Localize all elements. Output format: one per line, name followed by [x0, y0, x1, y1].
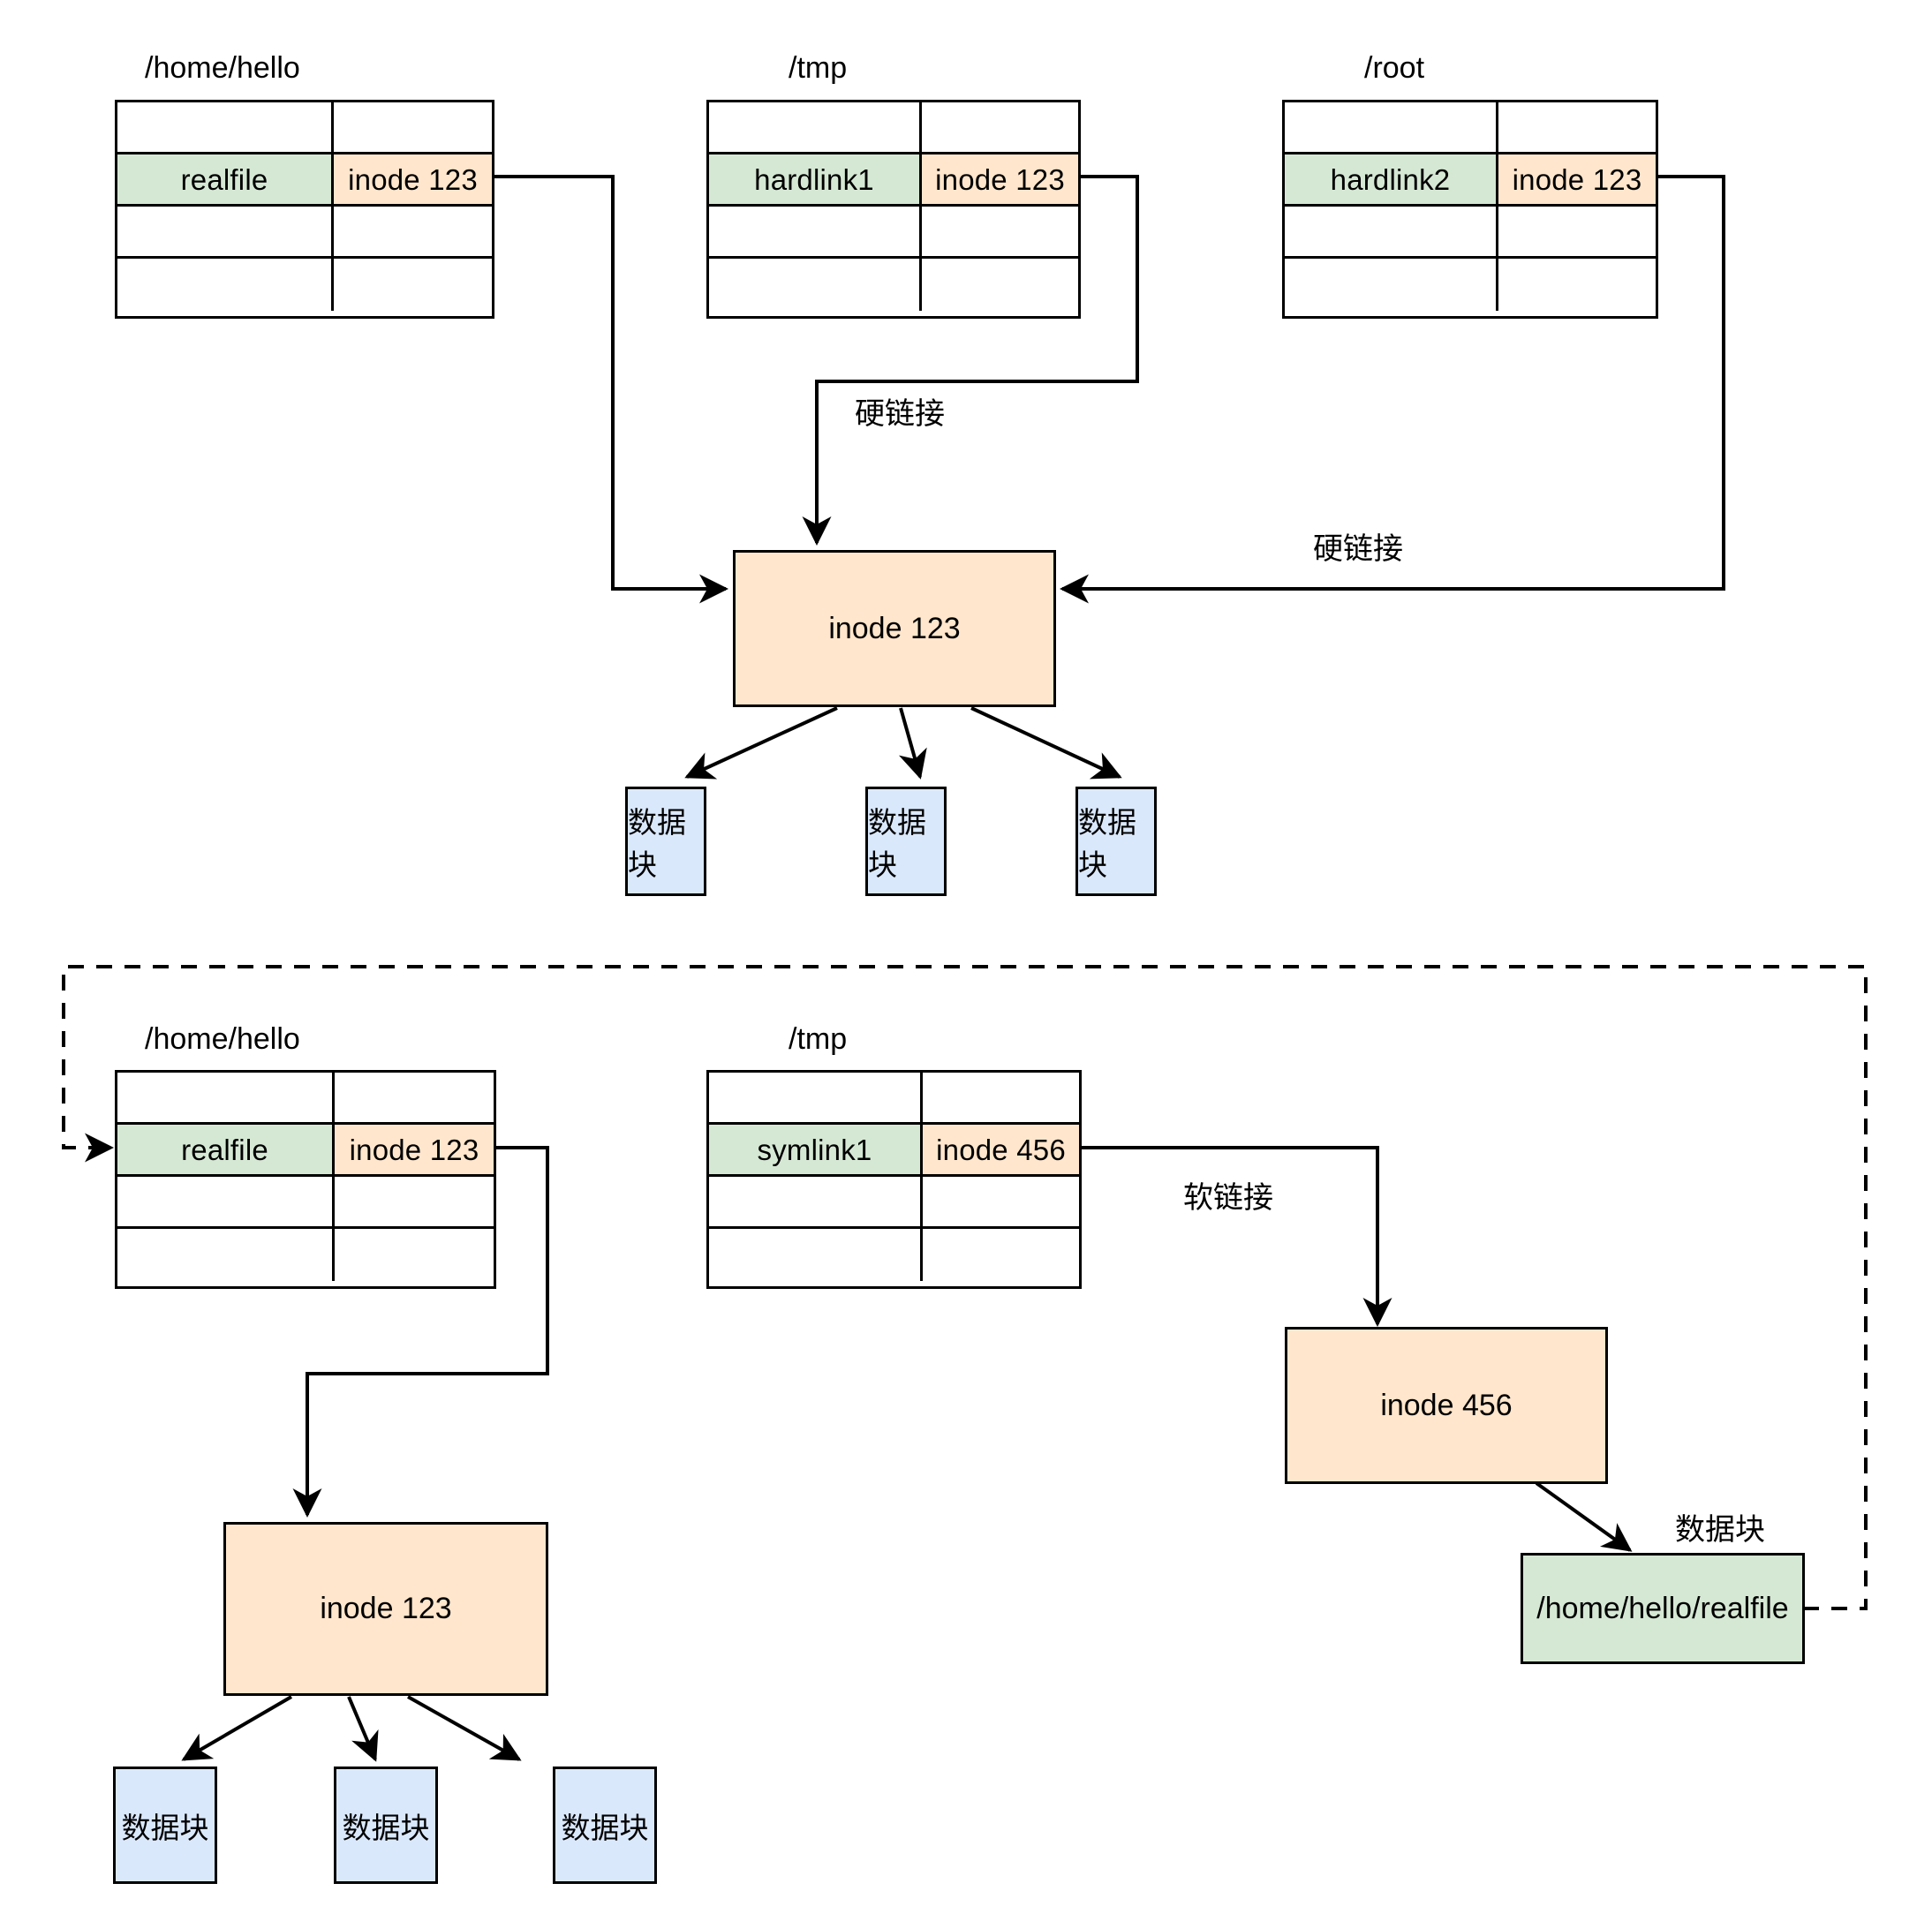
dir-inode-cell — [334, 102, 492, 152]
dir-table-home-hello[interactable]: realfile inode 123 — [115, 100, 494, 319]
dir-inode-cell — [922, 102, 1078, 152]
dir-table-root[interactable]: hardlink2 inode 123 — [1282, 100, 1658, 319]
table-row[interactable] — [117, 1229, 494, 1281]
edge-symlink1-to-inode456 — [1082, 1146, 1392, 1327]
dir-inode-cell — [923, 1177, 1079, 1226]
dir-inode-cell — [335, 1177, 494, 1226]
dir-table-tmp[interactable]: hardlink1 inode 123 — [706, 100, 1081, 319]
table-row[interactable] — [117, 207, 492, 259]
table-row[interactable] — [117, 1177, 494, 1229]
edge-inode123-to-datablock-2 — [898, 707, 927, 780]
table-row[interactable] — [709, 259, 1078, 311]
dir-name-cell: symlink1 — [709, 1125, 923, 1174]
dir-name-cell — [117, 1229, 335, 1281]
dir-name-cell: realfile — [117, 1125, 335, 1174]
table-row[interactable] — [117, 259, 492, 311]
table-row[interactable] — [709, 1229, 1079, 1281]
path-target-box[interactable]: /home/hello/realfile — [1521, 1553, 1805, 1664]
dir-path-label-root: /root — [1364, 51, 1425, 85]
data-block[interactable]: 数据块 — [865, 787, 947, 896]
edge-label-symlink: 软链接 — [1183, 1181, 1273, 1215]
table-row[interactable]: realfile inode 123 — [117, 154, 492, 207]
dir-path-label-tmp-bottom: /tmp — [789, 1022, 848, 1056]
edge-label-data-block: 数据块 — [1675, 1513, 1765, 1547]
dir-name-cell — [1285, 102, 1498, 152]
edge-inode123-to-datablock-4 — [181, 1695, 293, 1761]
table-row[interactable] — [1285, 207, 1656, 259]
dir-name-cell — [709, 207, 922, 256]
data-block[interactable]: 数据块 — [334, 1767, 438, 1884]
dir-inode-cell — [335, 1073, 494, 1122]
data-block[interactable]: 数据块 — [113, 1767, 217, 1884]
table-row[interactable]: symlink1 inode 456 — [709, 1125, 1079, 1177]
edge-inode123-to-datablock-3 — [970, 706, 1122, 780]
dir-path-label-home-hello-bottom: /home/hello — [145, 1022, 300, 1056]
dir-table-tmp-bottom[interactable]: symlink1 inode 456 — [706, 1070, 1082, 1289]
dir-inode-cell: inode 123 — [1498, 154, 1656, 204]
edge-inode123-to-datablock-5 — [347, 1696, 379, 1762]
dir-path-label-tmp: /tmp — [789, 51, 848, 85]
table-row[interactable] — [1285, 259, 1656, 311]
dir-name-cell — [709, 1073, 923, 1122]
dir-inode-cell — [335, 1229, 494, 1281]
table-row[interactable] — [709, 1177, 1079, 1229]
table-row[interactable] — [709, 1073, 1079, 1125]
dir-inode-cell: inode 123 — [922, 154, 1078, 204]
inode-box-123-bottom[interactable]: inode 123 — [223, 1522, 548, 1696]
dir-inode-cell: inode 123 — [334, 154, 492, 204]
dir-name-cell: hardlink2 — [1285, 154, 1498, 204]
edge-label-hardlink-center: 硬链接 — [855, 397, 945, 431]
dir-name-cell — [117, 207, 334, 256]
dir-name-cell — [117, 259, 334, 311]
edge-label-hardlink-right: 硬链接 — [1313, 532, 1403, 566]
dir-inode-cell — [334, 259, 492, 311]
dir-name-cell — [709, 1177, 923, 1226]
table-row[interactable] — [709, 102, 1078, 154]
dir-name-cell — [117, 1177, 335, 1226]
dir-name-cell: realfile — [117, 154, 334, 204]
dir-inode-cell — [334, 207, 492, 256]
inode-box-123-top[interactable]: inode 123 — [733, 550, 1056, 707]
table-row[interactable] — [709, 207, 1078, 259]
dir-name-cell — [709, 1229, 923, 1281]
table-row[interactable] — [117, 1073, 494, 1125]
dir-name-cell — [709, 259, 922, 311]
edge-inode456-to-path-box — [1535, 1481, 1633, 1552]
dir-inode-cell: inode 123 — [335, 1125, 494, 1174]
dir-inode-cell — [1498, 259, 1656, 311]
table-row[interactable]: hardlink2 inode 123 — [1285, 154, 1656, 207]
dir-name-cell — [1285, 207, 1498, 256]
edge-inode123-to-datablock-1 — [684, 706, 838, 780]
dir-name-cell — [117, 102, 334, 152]
dir-name-cell — [1285, 259, 1498, 311]
data-block[interactable]: 数据块 — [625, 787, 706, 896]
table-row[interactable]: hardlink1 inode 123 — [709, 154, 1078, 207]
dir-name-cell — [117, 1073, 335, 1122]
dir-name-cell: hardlink1 — [709, 154, 922, 204]
dir-inode-cell: inode 456 — [923, 1125, 1079, 1174]
dir-name-cell — [709, 102, 922, 152]
data-block[interactable]: 数据块 — [1075, 787, 1157, 896]
dir-inode-cell — [1498, 207, 1656, 256]
dir-inode-cell — [923, 1229, 1079, 1281]
dir-inode-cell — [922, 207, 1078, 256]
dir-inode-cell — [923, 1073, 1079, 1122]
dir-table-home-hello-bottom[interactable]: realfile inode 123 — [115, 1070, 496, 1289]
table-row[interactable]: realfile inode 123 — [117, 1125, 494, 1177]
table-row[interactable] — [117, 102, 492, 154]
inode-box-456[interactable]: inode 456 — [1285, 1327, 1608, 1484]
edge-inode123-to-datablock-6 — [407, 1695, 522, 1761]
dir-inode-cell — [1498, 102, 1656, 152]
table-row[interactable] — [1285, 102, 1656, 154]
dir-path-label-home-hello: /home/hello — [145, 51, 300, 85]
edge-realfile-to-inode123 — [494, 175, 728, 604]
data-block[interactable]: 数据块 — [553, 1767, 657, 1884]
dir-inode-cell — [922, 259, 1078, 311]
